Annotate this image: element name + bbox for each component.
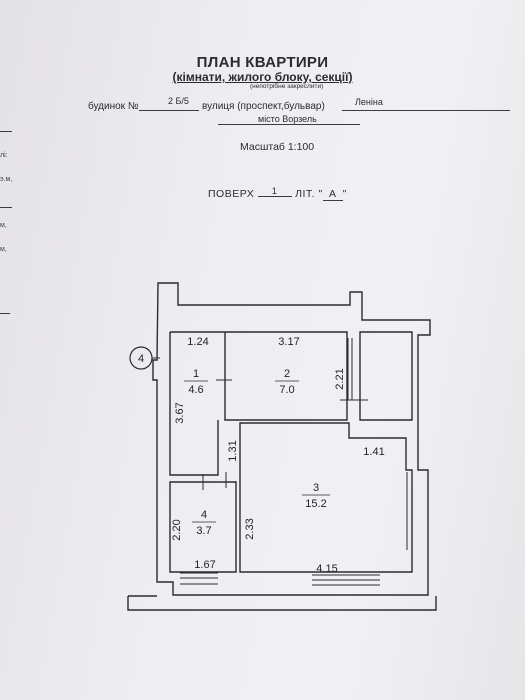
lit-close: " [342,188,347,200]
margin-fragment: м, [0,246,7,253]
street-underline [342,110,510,111]
dimension-label: 2.33 [244,518,256,539]
city-underline [218,124,360,125]
dimension-label: 1.24 [187,336,208,348]
strike-note: (непотрібне закреслити) [250,83,324,90]
room-area: 7.0 [279,384,294,396]
balcony-door [347,338,353,400]
margin-line [0,207,12,208]
lit-label: ЛІТ. " [295,188,323,200]
house-value: 2 Б/5 [168,96,189,106]
dimension-label: 1.67 [194,559,215,571]
window-room-4 [180,572,218,585]
room-area: 15.2 [305,498,326,510]
window-room-3-side [406,472,413,550]
room-area: 4.6 [188,384,203,396]
dimension-label: 2.20 [171,519,183,540]
dimension-label: 3.67 [174,402,186,423]
room-number: 2 [284,368,290,380]
room-4-wall [169,481,237,573]
dimension-label: 4.15 [316,563,337,575]
room-1-wall [169,332,219,476]
house-label: будинок № [88,101,139,112]
street-label: вулиця (проспект,бульвар) [202,101,325,112]
room-area: 3.7 [196,525,211,537]
margin-fragment: э.м, [0,176,13,183]
floor-label: ПОВЕРХ 1 ЛІТ. "А" [208,186,347,201]
room-number: 1 [193,368,199,380]
house-underline [139,110,199,111]
margin-fragment: лі: [0,152,8,159]
dimension-label: 1.41 [363,446,384,458]
room-3-wall [239,422,413,573]
room-number: 4 [201,509,207,521]
document-title: ПЛАН КВАРТИРИ [196,54,329,71]
lit-value: А [322,188,343,201]
axis-marker-label: 4 [138,353,144,365]
outer-wall [152,282,431,596]
dimension-label: 2.21 [334,368,346,389]
floor-word: ПОВЕРХ [208,188,255,200]
window-room-3 [312,574,380,586]
margin-line [0,313,10,314]
dimension-label: 1.31 [227,440,239,461]
document-subtitle: (кімнати, жилого блоку, секції) [172,70,353,84]
balcony-wall [359,331,413,421]
dimension-label: 3.17 [278,336,299,348]
floor-value: 1 [257,186,292,197]
margin-line [0,131,12,132]
room-number: 3 [313,482,319,494]
street-value: Леніна [355,97,383,107]
margin-fragment: м, [0,222,7,229]
room-2-wall [170,331,348,421]
foundation-line [127,596,437,611]
scale-label: Масштаб 1:100 [240,141,315,153]
city-value: місто Ворзель [258,114,317,124]
